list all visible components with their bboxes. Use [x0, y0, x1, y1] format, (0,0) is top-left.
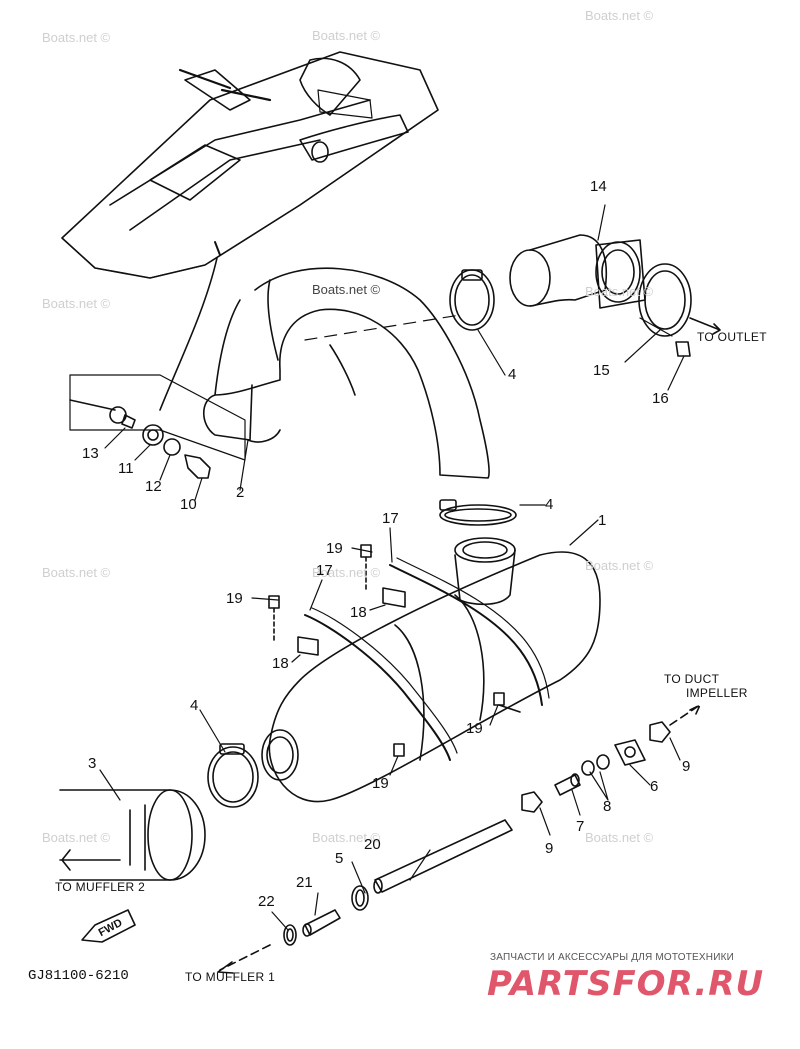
hose-clamp-5: [351, 885, 369, 911]
label-impeller: IMPELLER: [686, 686, 748, 700]
bolt-19-d: [393, 743, 405, 757]
label-to-muffler-1: TO MUFFLER 1: [185, 970, 276, 984]
callout-19-c: 19: [466, 720, 483, 737]
bracket-18-b: [382, 587, 406, 608]
callout-4-middle: 4: [545, 496, 554, 513]
bolt-16: [675, 341, 691, 357]
diagram-code: GJ81100-6210: [28, 968, 129, 984]
fwd-arrow-icon: [81, 909, 136, 943]
bypass-hose-20: [373, 819, 513, 894]
brand-tagline: ЗАПЧАСТИ И АКСЕССУАРЫ ДЛЯ МОТОТЕХНИКИ: [490, 952, 735, 963]
label-to-outlet: TO OUTLET: [697, 330, 767, 344]
callout-2: 2: [236, 484, 245, 501]
callout-7: 7: [576, 818, 585, 835]
callout-12: 12: [145, 478, 162, 495]
mounting-strap-17-right: [389, 557, 550, 706]
outlet-gasket-15: [638, 263, 692, 337]
callout-8: 8: [603, 798, 612, 815]
callout-21: 21: [296, 874, 313, 891]
callout-10: 10: [180, 496, 197, 513]
callout-18-left: 18: [272, 655, 289, 672]
bolt-19-c: [493, 692, 521, 713]
label-to-duct: TO DUCT: [664, 672, 720, 686]
callout-19-a: 19: [226, 590, 243, 607]
callout-13: 13: [82, 445, 99, 462]
callout-16: 16: [652, 390, 669, 407]
nut-9-lower: [521, 791, 543, 813]
callout-22: 22: [258, 893, 275, 910]
exhaust-pipe-2: [202, 267, 490, 479]
watermark: Boats.net ©: [42, 30, 111, 45]
hose-joint-21: [302, 909, 341, 937]
callout-5: 5: [335, 850, 344, 867]
hose-clamp-lower: [207, 743, 259, 808]
callout-15: 15: [593, 362, 610, 379]
brand-logo: PARTSFOR.RU: [487, 964, 765, 1004]
hose-clamp-22: [283, 924, 297, 946]
washers-8: [581, 754, 610, 776]
bolt-19-b: [360, 544, 372, 591]
callout-17-left: 17: [316, 562, 333, 579]
watercraft-illustration: [61, 51, 439, 279]
mounting-strap-17-left: [304, 607, 458, 761]
watermark: Boats.net ©: [42, 830, 111, 845]
fitting-6: [614, 739, 646, 766]
callout-9-upper: 9: [682, 758, 691, 775]
callout-1: 1: [598, 512, 607, 529]
callout-9-lower: 9: [545, 840, 554, 857]
callout-leaders: [99, 204, 685, 931]
watermark: Boats.net ©: [42, 565, 111, 580]
bracket-18-a: [297, 636, 319, 656]
watermark: Boats.net ©: [312, 282, 381, 297]
drain-fittings: [121, 414, 211, 479]
bolt-19-a: [268, 595, 280, 641]
watermark: Boats.net ©: [42, 296, 111, 311]
callout-14: 14: [590, 178, 607, 195]
watermark: Boats.net ©: [312, 565, 381, 580]
callout-20: 20: [364, 836, 381, 853]
watermark: Boats.net ©: [585, 558, 654, 573]
callout-18-right: 18: [350, 604, 367, 621]
watermark: Boats.net ©: [312, 28, 381, 43]
leader-line-hull: [159, 257, 218, 411]
watermark: Boats.net ©: [312, 830, 381, 845]
callout-3: 3: [88, 755, 97, 772]
callout-17-right: 17: [382, 510, 399, 527]
callout-19-b: 19: [326, 540, 343, 557]
hose-clamp-upper: [449, 269, 495, 331]
callout-11: 11: [118, 460, 134, 477]
label-to-muffler-2: TO MUFFLER 2: [55, 880, 146, 894]
watermark: Boats.net ©: [585, 8, 654, 23]
callout-4-lower: 4: [190, 697, 199, 714]
callout-6: 6: [650, 778, 659, 795]
hose-clamp-middle: [439, 499, 517, 526]
muffler-2-pipe-3: [59, 789, 206, 881]
watermark: Boats.net ©: [585, 284, 654, 299]
callout-4-upper: 4: [508, 366, 517, 383]
nipple-7: [554, 773, 581, 796]
watermark: Boats.net ©: [585, 830, 654, 845]
callout-19-d: 19: [372, 775, 389, 792]
nut-9-upper: [649, 721, 671, 743]
